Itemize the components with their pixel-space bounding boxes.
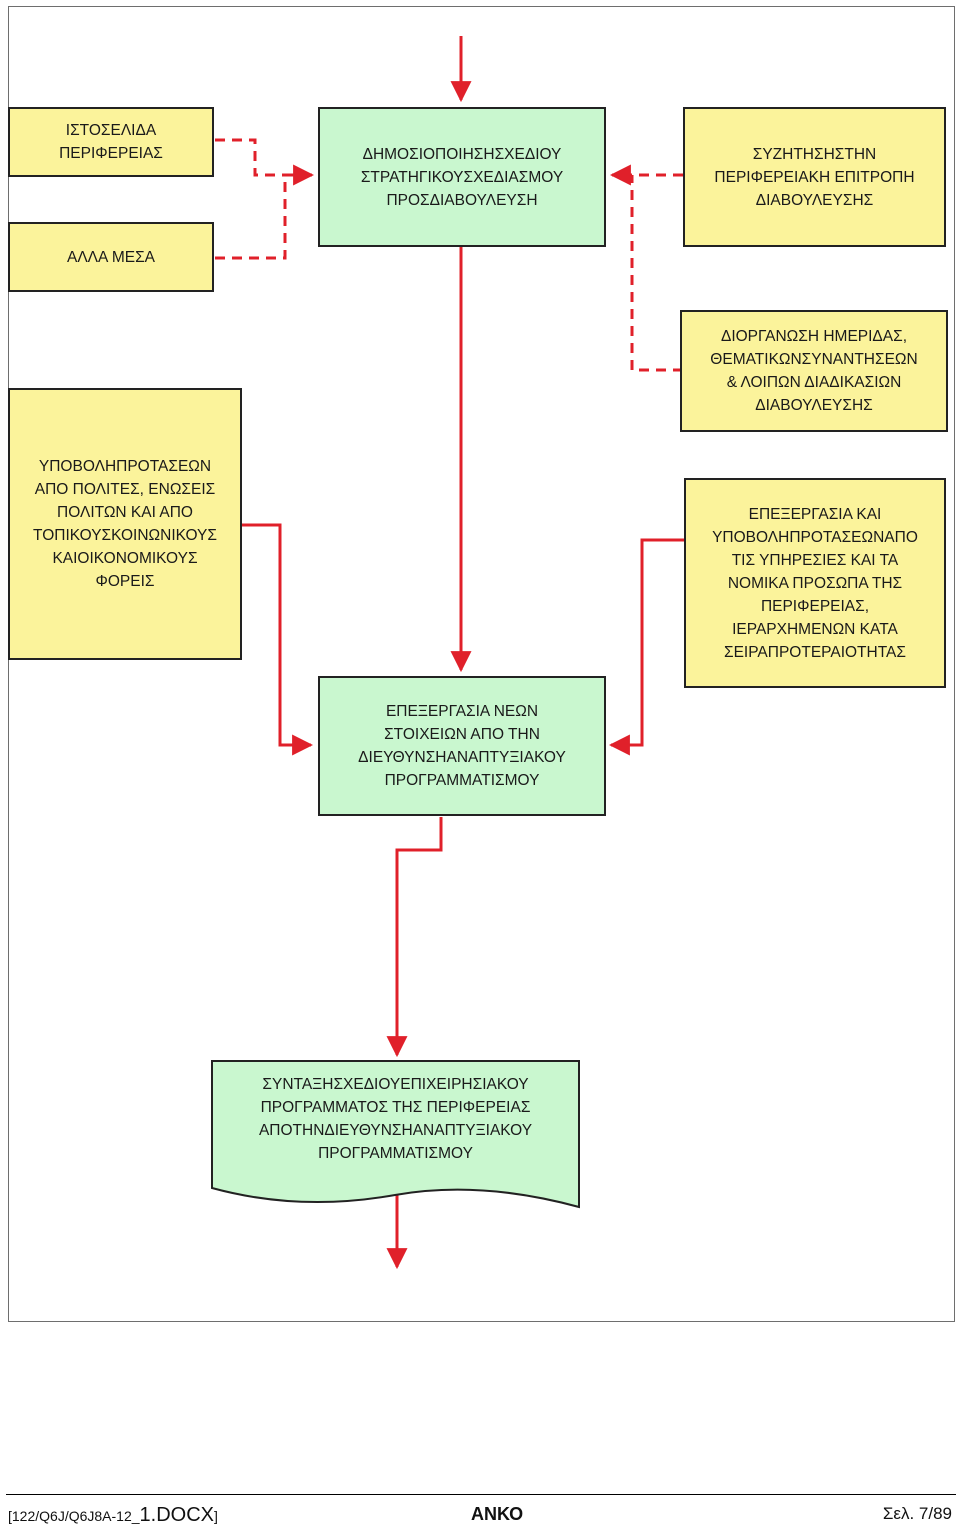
organization-box: ΔΙΟΡΓΑΝΩΣΗ ΗΜΕΡΙΔΑΣ, ΘΕΜΑΤΙΚΩΝΣΥΝΑΝΤΗΣΕΩ… [680,310,948,432]
plan-drafting-text: ΣΥΝΤΑΞΗΣΧΕΔΙΟΥΕΠΙΧΕΙΡΗΣΙΑΚΟΥ ΠΡΟΓΡΑΜΜΑΤΟ… [258,1076,533,1162]
footer-document-id: [122/Q6J/Q6J8A-12_1.DOCX] [8,1504,218,1527]
arrow-citizens-to-new-data [241,523,314,756]
footer-page-number: Σελ. 7/89 [882,1504,952,1523]
page-frame [8,6,955,1322]
footer-center-label: ΑΝΚΟ [471,1504,524,1524]
other-media-box: ΑΛΛΑ ΜΕΣΑ [8,222,214,292]
website-box: ΙΣΤΟΣΕΛΙΔΑ ΠΕΡΙΦΕΡΕΙΑΣ [8,107,214,177]
page-footer: [122/Q6J/Q6J8A-12_1.DOCX] ΑΝΚΟ Σελ. 7/89 [0,1494,960,1529]
new-data-processing-box: ΕΠΕΞΕΡΓΑΣΙΑ ΝΕΩΝ ΣΤΟΙΧΕΙΩΝ ΑΠΟ ΤΗΝ ΔΙΕΥΘ… [318,676,606,816]
footer-rule [6,1494,956,1495]
dashed-organization-to-discussion [630,175,683,372]
plan-document-shape [211,1060,580,1209]
arrow-services-to-new-data [608,538,685,756]
citizen-proposals-box: ΥΠΟΒΟΛΗΠΡΟΤΑΣΕΩΝ ΑΠΟ ΠΟΛΙΤΕΣ, ΕΝΩΣΕΙΣ ΠΟ… [8,388,242,660]
dashed-other-media-to-publication [215,175,287,260]
discussion-box: ΣΥΖΗΤΗΣΗΣΤΗΝ ΠΕΡΙΦΕΡΕΙΑΚΗ ΕΠΙΤΡΟΠΗ ΔΙΑΒΟ… [683,107,946,247]
dashed-website-to-publication [215,138,285,177]
arrow-new-data-to-plan [386,817,443,1058]
publication-box: ΔΗΜΟΣΙΟΠΟΙΗΣΗΣΧΕΔΙΟΥ ΣΤΡΑΤΗΓΙΚΟΥΣΧΕΔΙΑΣΜ… [318,107,606,247]
footer-doc-prefix: [122/Q6J/Q6J8A-12_ [8,1508,140,1524]
footer-doc-suffix: ] [214,1508,218,1524]
footer-doc-main: 1.DOCX [139,1504,214,1526]
services-processing-box: ΕΠΕΞΕΡΓΑΣΙΑ ΚΑΙ ΥΠΟΒΟΛΗΠΡΟΤΑΣΕΩΝΑΠΟ ΤΙΣ … [684,478,946,688]
